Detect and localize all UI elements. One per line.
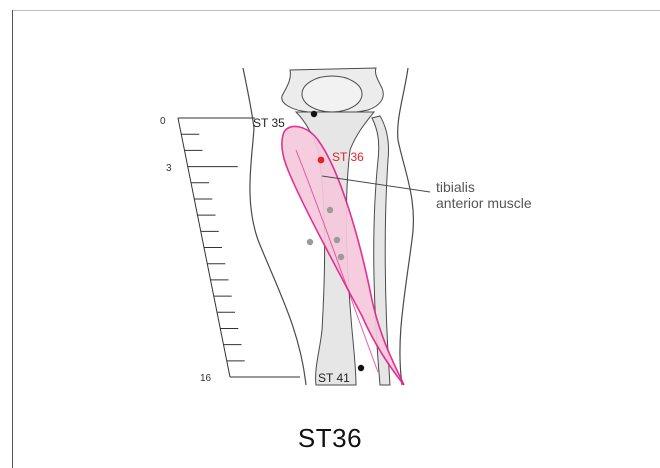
measurement-ruler — [178, 118, 300, 377]
ruler-ticks — [181, 134, 245, 361]
ruler-label-3: 3 — [166, 163, 172, 174]
st41-point — [358, 365, 364, 371]
muscle-label-line1: tibialis — [436, 179, 475, 195]
st41-label: ST 41 — [318, 371, 350, 385]
reference-point — [334, 237, 340, 243]
st35-label: ST 35 — [253, 116, 285, 130]
leg-outline-right — [398, 68, 414, 385]
muscle-label-line2: anterior muscle — [436, 195, 532, 211]
st35-point — [311, 111, 317, 117]
ruler-label-16: 16 — [200, 373, 212, 384]
knee-joint — [282, 68, 383, 113]
st36-point — [318, 157, 325, 164]
figure-caption: ST36 — [0, 423, 660, 454]
ruler-label-0: 0 — [160, 116, 166, 127]
reference-point — [338, 254, 344, 260]
st36-label: ST 36 — [332, 150, 364, 164]
reference-point — [307, 239, 313, 245]
reference-point — [327, 207, 333, 213]
leg-diagram: 0 3 16 tibialis anterior muscle — [0, 0, 660, 420]
patella — [302, 76, 362, 112]
